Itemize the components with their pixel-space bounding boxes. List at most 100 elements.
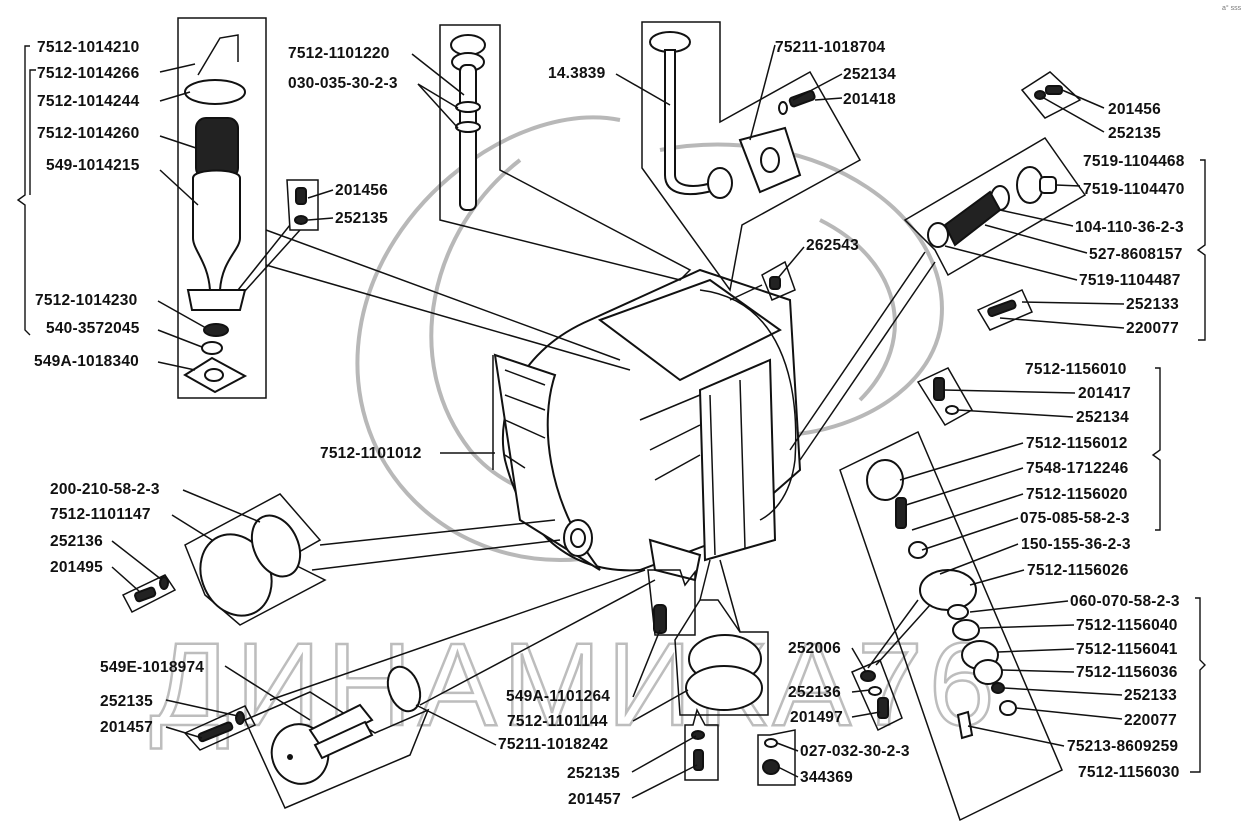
bolt-icon <box>933 377 945 401</box>
callout-label: 75213-8609259 <box>1067 738 1178 755</box>
bolt-box-hatch <box>121 574 177 614</box>
callout-label: 252135 <box>100 693 153 710</box>
bolt-icon <box>295 187 307 205</box>
callout-label: 527-8608157 <box>1089 246 1183 263</box>
callout-label: 7512-1101220 <box>288 45 390 62</box>
callouts-top-left: 7512-1014210 7512-1014266 7512-1014244 7… <box>34 39 388 371</box>
gasket-ring <box>386 665 422 713</box>
callout-label: 201497 <box>790 709 843 726</box>
callout-label: 7512-1014230 <box>35 292 137 309</box>
callout-label: 549A-1018340 <box>34 353 139 370</box>
callout-label: 201457 <box>568 791 621 808</box>
callout-label: 252133 <box>1126 296 1179 313</box>
callout-label: 220077 <box>1124 712 1177 729</box>
filler-group-box <box>439 24 692 281</box>
callout-label: 201457 <box>100 719 153 736</box>
hatch-cover <box>199 514 302 617</box>
callouts-left-hatch: 200-210-58-2-3 7512-1101147 252136 20149… <box>50 481 261 593</box>
callout-label: 201418 <box>843 91 896 108</box>
bolt-box-bottom-a <box>684 707 719 781</box>
nut-box-bottom <box>757 729 796 786</box>
nut-icon <box>762 759 780 775</box>
callout-label: 220077 <box>1126 320 1179 337</box>
level-sender <box>649 31 816 199</box>
callout-label: 252135 <box>1108 125 1161 142</box>
callout-label: 252133 <box>1124 687 1177 704</box>
filter-assembly <box>183 34 248 394</box>
callout-label: 252136 <box>788 684 841 701</box>
callout-label: 7519-1104468 <box>1083 153 1185 170</box>
callout-label: 7512-1156020 <box>1026 486 1128 503</box>
washer-icon <box>294 215 308 225</box>
callout-label: 060-070-58-2-3 <box>1070 593 1180 610</box>
callout-label: 549A-1101264 <box>506 688 610 705</box>
callout-label: 344369 <box>800 769 853 786</box>
callout-label: 7512-1014266 <box>37 65 140 82</box>
watermark-text: ДИНАМИКА76 <box>150 619 1000 751</box>
callouts-heater: 549E-1018974 252135 201457 75211-1018242 <box>100 659 608 753</box>
callout-label: 7512-1101144 <box>507 713 608 730</box>
bolt-icon <box>1045 85 1063 95</box>
bolt-box-heater <box>183 705 257 751</box>
callout-label: 030-035-30-2-3 <box>288 75 398 92</box>
filter-group-box <box>177 17 267 399</box>
bolt-icon <box>693 749 704 771</box>
callout-label: 75211-1018242 <box>498 736 608 753</box>
callout-label: 252134 <box>843 66 896 83</box>
bolt-box-right-intake <box>976 289 1033 331</box>
callout-label: 200-210-58-2-3 <box>50 481 160 498</box>
plug-icon <box>653 604 667 634</box>
callouts-bottom-center: 549A-1101264 7512-1101144 252135 201457 … <box>506 629 910 808</box>
washer-icon <box>868 686 882 696</box>
plug-box-bottom <box>647 569 696 636</box>
callout-label: 201456 <box>335 182 388 199</box>
fuel-tank <box>492 268 802 582</box>
corner-mark: a° sss <box>1222 4 1242 12</box>
callout-label: 252134 <box>1076 409 1129 426</box>
callout-label: 14.3839 <box>548 65 606 82</box>
intake-assembly <box>927 166 1057 248</box>
bolt-icon <box>877 697 889 719</box>
callout-label: 252135 <box>567 765 620 782</box>
callout-label: 252135 <box>335 210 388 227</box>
callouts-right-top: 201456 252135 7519-1104468 7519-1104470 … <box>944 89 1185 337</box>
sender-group-box <box>641 21 862 292</box>
callout-label: 7512-1156010 <box>1025 361 1127 378</box>
callout-label: 549-1014215 <box>46 157 140 174</box>
callout-label: 027-032-30-2-3 <box>800 743 910 760</box>
heater-element <box>270 703 374 785</box>
filler-pipe <box>450 34 486 211</box>
callout-label: 7512-1156036 <box>1076 664 1178 681</box>
callout-label: 7548-1712246 <box>1026 460 1129 477</box>
callout-label: 7519-1104470 <box>1083 181 1185 198</box>
bolt-box-right-top <box>1020 71 1082 119</box>
gasket-group-box <box>674 599 769 716</box>
plug-icon <box>769 276 781 290</box>
washer-icon <box>764 738 778 748</box>
callout-label: 075-085-58-2-3 <box>1020 510 1130 527</box>
callout-label: 7512-1014210 <box>37 39 139 56</box>
intake-group-box <box>903 137 1087 277</box>
main-part-label: 7512-1101012 <box>320 445 422 462</box>
bolt-icon <box>197 721 234 743</box>
washer-icon <box>860 670 876 682</box>
drain-valve <box>866 459 1017 740</box>
callout-label: 252136 <box>50 533 103 550</box>
callout-label: 150-155-36-2-3 <box>1021 536 1131 553</box>
heater-group-box <box>244 691 430 809</box>
callout-label: 540-3572045 <box>46 320 140 337</box>
valve-group-box <box>839 430 1063 822</box>
callouts-right-low: 060-070-58-2-3 7512-1156040 7512-1156041… <box>967 593 1180 781</box>
callout-label: 7512-1156012 <box>1026 435 1128 452</box>
bolt-box-left <box>286 179 319 231</box>
callout-label: 252006 <box>788 640 841 657</box>
callout-label: 201456 <box>1108 101 1161 118</box>
callout-label: 7512-1156030 <box>1078 764 1180 781</box>
callout-label: 104-110-36-2-3 <box>1075 219 1184 236</box>
plug-box <box>761 260 796 301</box>
callouts-right-mid: 7512-1156010 201417 252134 7512-1156012 … <box>899 361 1131 586</box>
callout-label: 7512-1101147 <box>50 506 151 523</box>
washer-icon <box>235 711 245 725</box>
bolt-box-right-mid <box>916 367 974 427</box>
bolt-icon <box>987 299 1017 318</box>
